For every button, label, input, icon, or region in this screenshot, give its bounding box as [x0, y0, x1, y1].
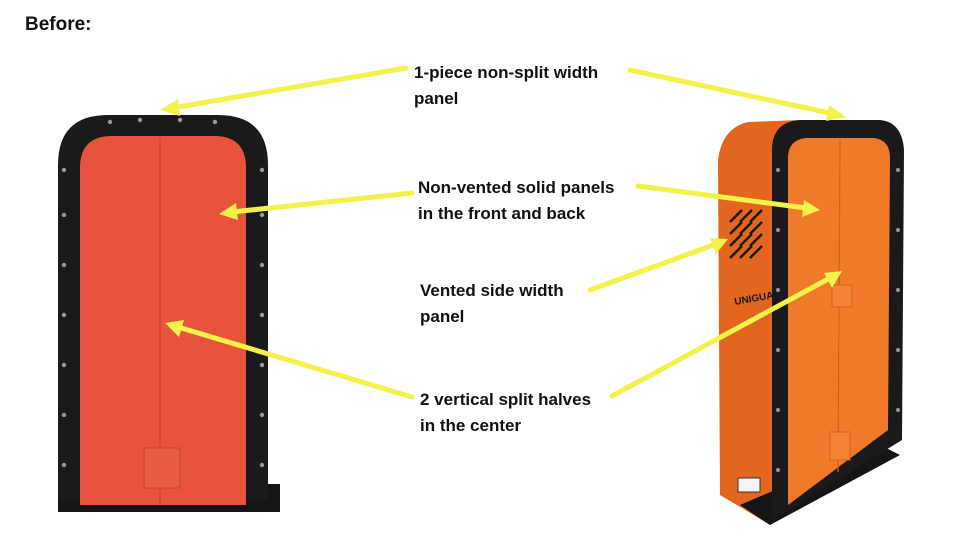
arrow-nonvented-right [635, 183, 809, 211]
arrow-1piece-right [627, 67, 837, 117]
left-front-panel [80, 136, 246, 505]
page-heading: Before: [25, 14, 92, 35]
arrow-1piece-left [169, 65, 409, 111]
callout-vented: Vented side width panel [420, 281, 564, 326]
right-enclosure-image: UNIGUARD [718, 120, 904, 525]
callout-non-vented: Non-vented solid panels in the front and… [418, 178, 615, 223]
left-enclosure-image [58, 115, 280, 512]
arrow-split-left [175, 324, 415, 400]
callout-one-piece: 1-piece non-split width panel [414, 63, 599, 108]
callout-split: 2 vertical split halves in the center [420, 390, 592, 435]
callout-arrows [160, 65, 846, 400]
arrow-vented [587, 241, 719, 293]
arrow-nonvented-left [229, 190, 415, 215]
arrow-split-right [609, 275, 833, 399]
